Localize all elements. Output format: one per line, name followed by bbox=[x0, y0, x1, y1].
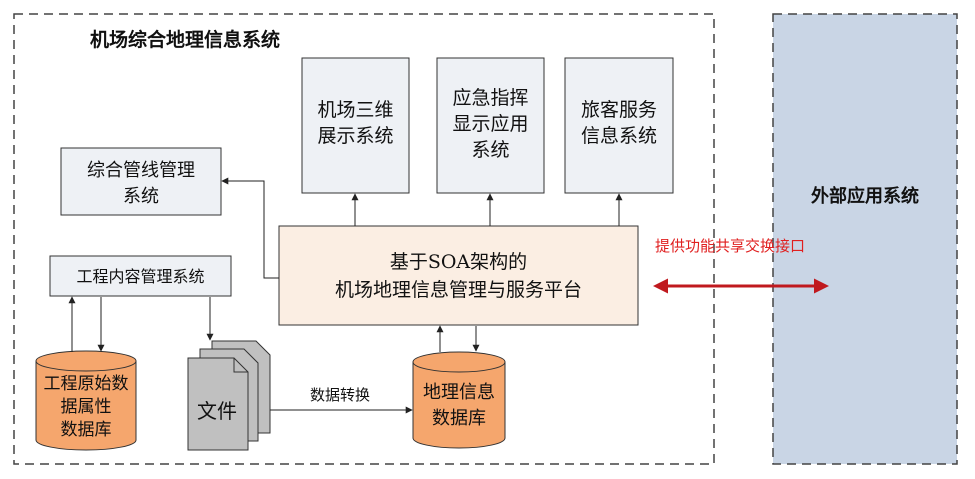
data-conversion-label: 数据转换 bbox=[310, 386, 370, 404]
db-raw-engineering: 工程原始数 据属性 数据库 bbox=[35, 350, 137, 451]
platform-line-2: 机场地理信息管理与服务平台 bbox=[335, 279, 582, 301]
node-soa-platform: 基于SOA架构的 机场地理信息管理与服务平台 bbox=[278, 225, 639, 326]
node-emergency-command: 应急指挥 显示应用 系统 bbox=[436, 57, 545, 194]
node-passenger-line-1: 旅客服务 bbox=[581, 99, 657, 121]
node-emergency-line-1: 应急指挥 bbox=[452, 87, 528, 109]
node-3d-display: 机场三维 展示系统 bbox=[301, 57, 410, 194]
node-3d-display-line-2: 展示系统 bbox=[317, 125, 393, 147]
exchange-interface-label: 提供功能共享交换接口 bbox=[655, 237, 805, 255]
node-passenger-service: 旅客服务 信息系统 bbox=[564, 57, 674, 194]
raw-db-line-3: 数据库 bbox=[61, 420, 112, 440]
node-pipeline-management: 综合管线管理 系统 bbox=[60, 147, 222, 216]
raw-db-line-1: 工程原始数 bbox=[44, 374, 129, 394]
node-emergency-line-3: 系统 bbox=[471, 139, 509, 161]
node-emergency-line-2: 显示应用 bbox=[452, 113, 528, 135]
arrow-platform-to-pipeline bbox=[221, 177, 279, 279]
node-pipeline-line-1: 综合管线管理 bbox=[87, 160, 195, 181]
geo-db-line-1: 地理信息 bbox=[423, 382, 495, 403]
node-3d-display-line-1: 机场三维 bbox=[317, 99, 393, 121]
raw-db-line-2: 据属性 bbox=[61, 397, 112, 417]
connectors bbox=[68, 177, 623, 414]
external-system-region: 外部应用系统 bbox=[772, 13, 958, 465]
external-system-label: 外部应用系统 bbox=[811, 185, 919, 207]
airport-gis-system-region: 机场综合地理信息系统 bbox=[13, 13, 715, 465]
node-passenger-line-2: 信息系统 bbox=[581, 125, 657, 147]
files-document-stack: 文件 bbox=[187, 340, 271, 451]
db-geographic-info: 地理信息 数据库 bbox=[412, 351, 506, 449]
node-engineering-label: 工程内容管理系统 bbox=[76, 267, 204, 286]
files-label: 文件 bbox=[197, 399, 237, 423]
system-title: 机场综合地理信息系统 bbox=[90, 28, 280, 51]
geo-db-line-2: 数据库 bbox=[432, 408, 486, 429]
node-engineering-content: 工程内容管理系统 bbox=[49, 255, 232, 297]
node-pipeline-line-2: 系统 bbox=[123, 186, 159, 207]
platform-line-1: 基于SOA架构的 bbox=[390, 251, 527, 273]
